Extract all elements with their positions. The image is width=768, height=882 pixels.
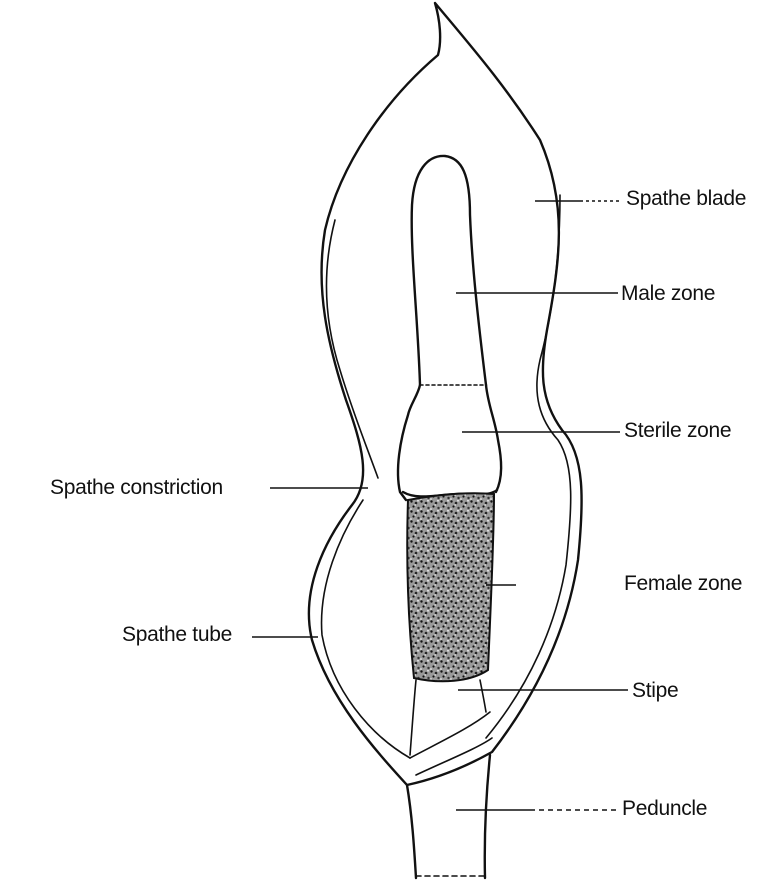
label-spathe-constriction: Spathe constriction	[50, 476, 223, 499]
peduncle-shape	[405, 753, 492, 880]
stipe-shape	[409, 679, 487, 756]
label-stipe: Stipe	[632, 679, 678, 702]
label-spathe-tube: Spathe tube	[122, 623, 232, 646]
label-sterile-zone: Sterile zone	[624, 419, 731, 442]
sterile-zone-shape	[396, 383, 503, 502]
label-female-zone: Female zone	[624, 572, 742, 595]
label-spathe-blade: Spathe blade	[626, 187, 746, 210]
leader-lines	[252, 200, 628, 811]
label-peduncle: Peduncle	[622, 797, 707, 820]
label-male-zone: Male zone	[621, 282, 715, 305]
spathe-shape	[307, 1, 583, 787]
female-zone-shape	[406, 492, 496, 683]
spadix-appendix-shape	[410, 154, 488, 387]
